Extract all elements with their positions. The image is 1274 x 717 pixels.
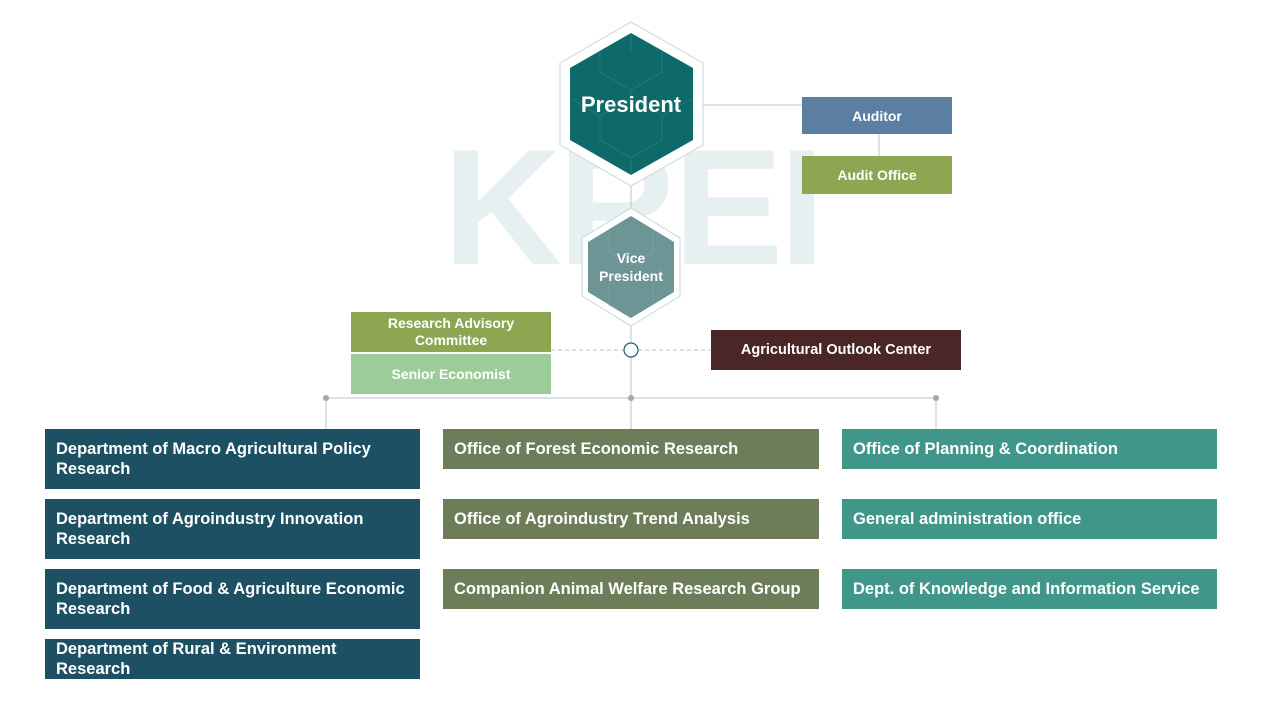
dept-food-agriculture-economic: Department of Food & Agriculture Economi…	[45, 569, 420, 629]
companion-animal-welfare-group: Companion Animal Welfare Research Group	[443, 569, 819, 609]
office-forest-economic: Office of Forest Economic Research	[443, 429, 819, 469]
office-label: Companion Animal Welfare Research Group	[454, 580, 801, 598]
research-advisory-label-line2: Committee	[414, 332, 488, 348]
general-administration-office: General administration office	[842, 499, 1217, 539]
auditor-box: Auditor	[802, 97, 952, 134]
dept-label: Department of Macro Agricultural Policy …	[56, 440, 371, 478]
president-label: President	[581, 92, 682, 117]
senior-economist-label: Senior Economist	[391, 366, 511, 382]
agricultural-outlook-label: Agricultural Outlook Center	[740, 342, 932, 358]
research-advisory-label-line1: Research Advisory	[387, 315, 515, 331]
dept-rural-environment: Department of Rural & Environment Resear…	[45, 639, 420, 679]
office-label: General administration office	[853, 510, 1082, 528]
office-label: Office of Planning & Coordination	[853, 440, 1118, 458]
office-label: Dept. of Knowledge and Information Servi…	[853, 580, 1200, 598]
office-planning-coordination: Office of Planning & Coordination	[842, 429, 1217, 469]
senior-economist-box: Senior Economist	[351, 354, 551, 394]
dept-agroindustry-innovation: Department of Agroindustry Innovation Re…	[45, 499, 420, 559]
dept-label: Department of Food & Agriculture Economi…	[56, 580, 405, 618]
office-agroindustry-trend: Office of Agroindustry Trend Analysis	[443, 499, 819, 539]
office-label: Office of Agroindustry Trend Analysis	[454, 510, 750, 528]
president-hex-pattern	[569, 33, 694, 175]
vice-president-label-line2: President	[599, 268, 663, 284]
audit-office-box: Audit Office	[802, 156, 952, 194]
dept-label: Department of Rural & Environment Resear…	[56, 640, 337, 678]
branch-dot-col3	[933, 395, 939, 401]
vice-president-hex	[588, 216, 674, 318]
branch-dot-col1	[323, 395, 329, 401]
dept-knowledge-information-service: Dept. of Knowledge and Information Servi…	[842, 569, 1217, 609]
audit-office-label: Audit Office	[837, 167, 917, 183]
agricultural-outlook-center-box: Agricultural Outlook Center	[711, 330, 961, 370]
vice-president-label-line1: Vice	[617, 250, 646, 266]
branch-dot-col2	[628, 395, 634, 401]
vice-president-hex-pattern	[608, 229, 654, 319]
dept-label: Department of Agroindustry Innovation Re…	[56, 510, 364, 548]
junction-node	[623, 342, 639, 358]
office-label: Office of Forest Economic Research	[454, 440, 739, 458]
auditor-label: Auditor	[852, 107, 902, 124]
dept-macro-agricultural-policy: Department of Macro Agricultural Policy …	[45, 429, 420, 489]
research-advisory-committee-box: Research Advisory Committee	[351, 312, 551, 352]
